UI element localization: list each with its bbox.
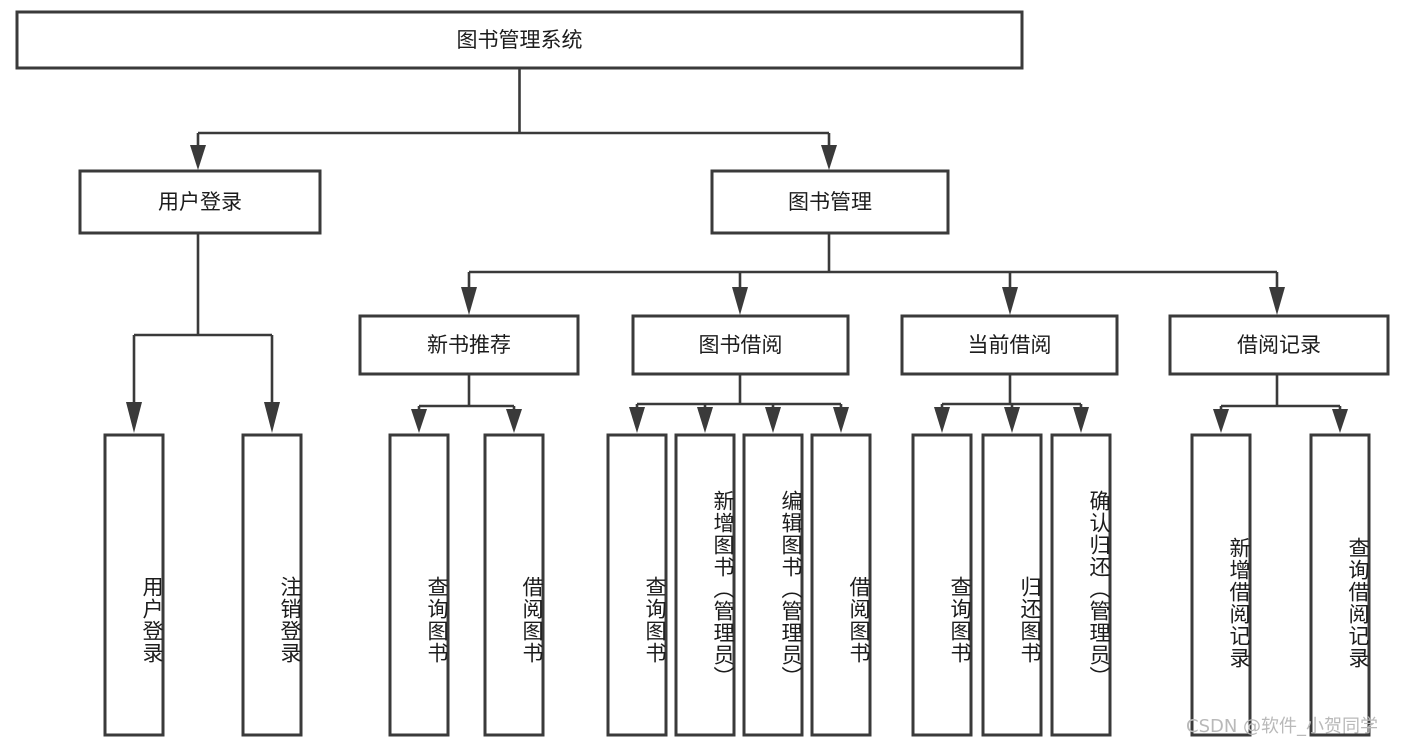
connector-group-book-borrow-leaves [629,374,849,433]
arrow-head-new-book [461,287,477,315]
node-book-borrow-label: 图书借阅 [699,333,783,357]
node-leaf-confirm-return-box[interactable] [1050,433,1112,737]
connector-group-user-login-leaves [126,233,280,433]
arrow-head-current-borrow [1002,287,1018,315]
node-current-borrow-box[interactable] [900,314,1119,376]
node-leaf-edit-book-box[interactable] [742,433,804,737]
arrow-head-user-login [190,145,206,170]
node-root-box[interactable] [15,10,1024,70]
node-current-borrow-label: 当前借阅 [968,333,1052,357]
arrow-head-book-borrow [732,287,748,315]
node-leaf-add-record-box[interactable] [1190,433,1252,737]
arrow-head-leaf-confirm-return [1073,407,1089,433]
arrow-head-borrow-record [1269,287,1285,315]
arrow-head-leaf-borrow-book-rec [506,409,522,433]
arrow-head-book-manage [821,145,837,170]
connector-group-current-borrow-leaves [934,374,1089,433]
node-borrow-record-box[interactable] [1168,314,1390,376]
node-leaf-add-book-box[interactable] [674,433,736,737]
node-book-manage-box[interactable] [710,169,950,235]
arrow-head-leaf-query-book-borrow [629,407,645,433]
watermark-text: CSDN @软件_小贺同学 [1186,716,1379,737]
arrow-head-leaf-query-book-cur [934,407,950,433]
arrow-head-leaf-query-record [1332,409,1348,433]
arrow-head-leaf-add-book [697,407,713,433]
node-root-label: 图书管理系统 [457,28,583,52]
node-leaf-query-book-rec-box[interactable] [388,433,450,737]
arrow-head-leaf-add-record [1213,409,1229,433]
arrow-head-leaf-user-login [126,402,142,433]
arrow-head-leaf-return-book [1004,407,1020,433]
node-leaf-borrow-book-rec-box[interactable] [483,433,545,737]
connector-group-new-book-leaves [411,374,522,433]
arrow-head-leaf-logout [264,402,280,433]
leaf-boxes [103,433,1371,737]
node-borrow-record[interactable]: 借阅记录 [1168,314,1390,376]
node-user-login-box[interactable] [78,169,322,235]
node-book-borrow[interactable]: 图书借阅 [631,314,850,376]
node-leaf-query-book-cur-box[interactable] [911,433,973,737]
node-book-borrow-box[interactable] [631,314,850,376]
arrow-head-leaf-borrow-book [833,407,849,433]
connector-group-root-to-level2 [190,68,837,170]
node-current-borrow[interactable]: 当前借阅 [900,314,1119,376]
node-leaf-return-book-box[interactable] [981,433,1043,737]
node-leaf-borrow-book-box[interactable] [810,433,872,737]
node-root[interactable]: 图书管理系统 [15,10,1024,70]
node-new-book-recommend[interactable]: 新书推荐 [358,314,580,376]
node-borrow-record-label: 借阅记录 [1237,333,1321,357]
connector-group-book-manage-to-level3 [461,233,1285,315]
node-leaf-logout-box[interactable] [241,433,303,737]
node-leaf-user-login-box[interactable] [103,433,165,737]
node-book-manage[interactable]: 图书管理 [710,169,950,235]
node-new-book-recommend-box[interactable] [358,314,580,376]
arrow-head-leaf-query-book-rec [411,409,427,433]
arrow-head-leaf-edit-book [765,407,781,433]
node-user-login[interactable]: 用户登录 [78,169,322,235]
node-leaf-query-record-box[interactable] [1309,433,1371,737]
connector-group-borrow-record-leaves [1213,374,1348,433]
node-user-login-label: 用户登录 [158,190,242,214]
node-leaf-query-book-borrow-box[interactable] [606,433,668,737]
node-new-book-recommend-label: 新书推荐 [427,333,511,357]
node-book-manage-label: 图书管理 [788,190,872,214]
